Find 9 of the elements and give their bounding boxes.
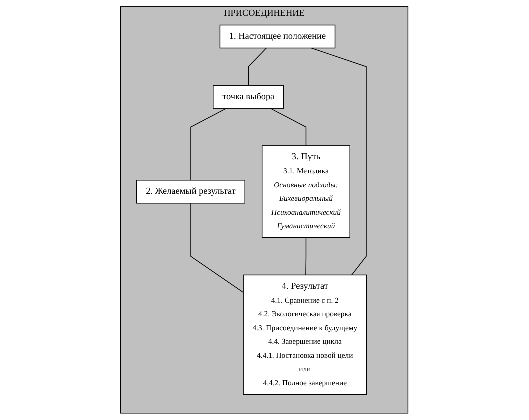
node-box: 1. Настоящее положение [220,24,336,49]
connector [306,238,307,276]
node-box: 2. Желаемый результат [136,180,246,204]
connector [248,48,268,86]
connector [311,48,367,276]
node-box: точка выбора [213,85,284,109]
connector [270,108,307,146]
connector [190,203,244,294]
connector [190,108,228,181]
